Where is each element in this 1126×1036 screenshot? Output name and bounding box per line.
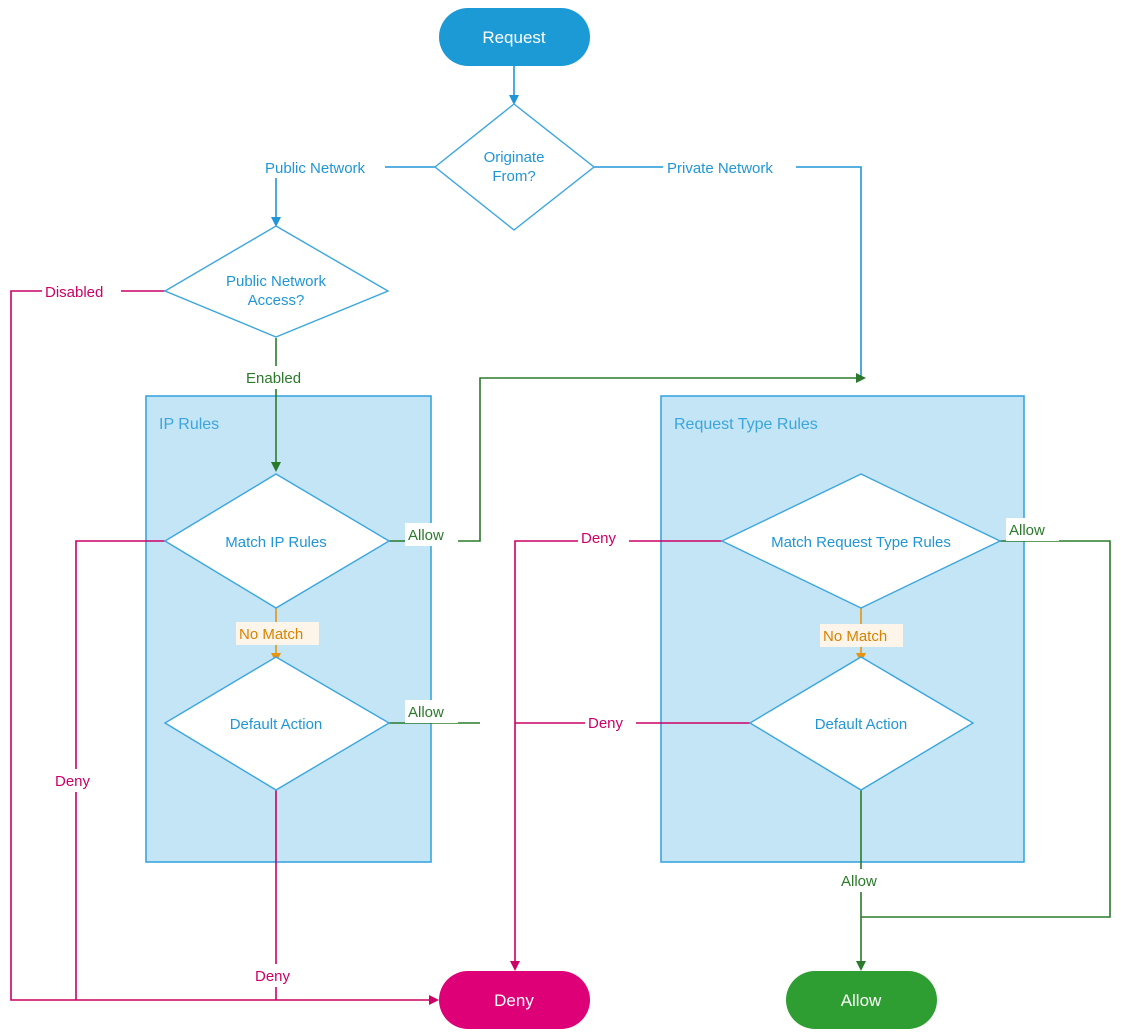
node-match-request-type-rules-shape [720,473,1002,609]
node-match-ip-rules[interactable]: Match IP Rules [163,473,391,609]
node-public-network-access[interactable]: Public Network Access? [163,225,390,338]
edge-label-enabled-text: Enabled [246,370,301,387]
node-deny[interactable]: Deny [439,971,590,1029]
edge-label-private-network: Private Network [663,155,796,178]
node-public-network-access-label-line1: Public Network [226,273,327,290]
group-ip-rules-title: IP Rules [159,416,219,433]
edge-label-disabled: Disabled [42,280,121,303]
node-originate-from-shape [433,103,596,231]
node-allow-label: Allow [841,991,882,1010]
node-originate-from-label-line1: Originate [484,149,545,166]
edge-label-rt-match-allow-text: Allow [1009,522,1045,539]
edge-label-ip-default-allow: Allow [405,700,458,723]
edge-label-ip-no-match: No Match [236,622,319,645]
edge-label-rt-match-deny: Deny [578,526,629,549]
edge-rt-match-deny [510,540,722,971]
edge-label-rt-no-match-text: No Match [823,628,887,645]
node-originate-from[interactable]: Originate From? [433,103,596,231]
group-request-type-rules: Request Type Rules [660,395,1025,863]
edge-label-enabled: Enabled [243,366,311,389]
group-request-type-rules-title: Request Type Rules [674,416,818,433]
edge-label-rt-default-allow-text: Allow [841,873,877,890]
edge-label-public-network-text: Public Network [265,160,366,177]
edge-label-ip-match-deny: Deny [52,769,103,792]
node-request[interactable]: Request [439,8,590,66]
node-match-ip-rules-shape [163,473,391,609]
edge-label-disabled-text: Disabled [45,284,103,301]
node-public-network-access-shape [163,225,390,338]
node-ip-default-action-label: Default Action [230,716,323,733]
node-public-network-access-label-line2: Access? [248,292,305,309]
node-deny-shape [439,971,590,1029]
node-request-shape [439,8,590,66]
edge-label-ip-default-deny-text: Deny [255,968,291,985]
node-ip-default-action-shape [163,656,391,791]
edge-label-rt-default-deny-text: Deny [588,715,624,732]
node-allow-shape [786,971,937,1029]
edge-label-rt-default-deny: Deny [585,711,636,734]
edge-label-private-network-text: Private Network [667,160,773,177]
edge-label-rt-default-allow: Allow [838,869,891,892]
edge-label-ip-match-allow: Allow [405,523,458,546]
edge-label-ip-match-deny-text: Deny [55,773,91,790]
edge-label-rt-match-allow: Allow [1006,518,1059,541]
node-match-request-type-rules-label: Match Request Type Rules [771,534,951,551]
node-rt-default-action-shape [748,656,975,791]
node-ip-default-action[interactable]: Default Action [163,656,391,791]
edge-label-ip-default-allow-text: Allow [408,704,444,721]
edge-label-public-network: Public Network [261,155,385,178]
edge-label-ip-match-allow-text: Allow [408,527,444,544]
node-match-ip-rules-label: Match IP Rules [225,534,326,551]
node-request-label: Request [482,28,546,47]
edge-label-ip-default-deny: Deny [252,964,303,987]
node-match-request-type-rules[interactable]: Match Request Type Rules [720,473,1002,609]
node-originate-from-label-line2: From? [492,168,535,185]
edge-ip-match-deny [75,540,165,1000]
edge-label-rt-no-match: No Match [820,624,903,647]
node-rt-default-action-label: Default Action [815,716,908,733]
node-deny-label: Deny [494,991,534,1010]
node-allow[interactable]: Allow [786,971,937,1029]
edge-label-ip-no-match-text: No Match [239,626,303,643]
node-rt-default-action[interactable]: Default Action [748,656,975,791]
edge-label-rt-match-deny-text: Deny [581,530,617,547]
edge-private-network [594,166,862,378]
